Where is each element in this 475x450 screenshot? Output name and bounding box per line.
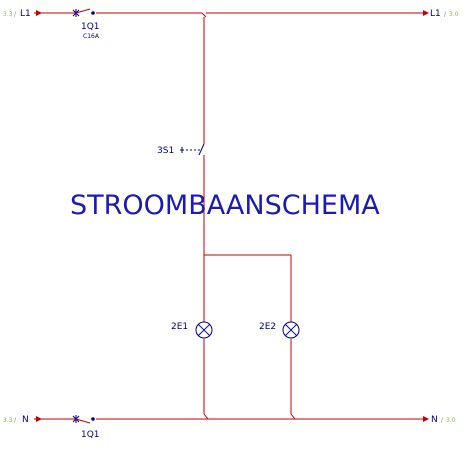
rail-label-bottom-left: N xyxy=(22,415,29,425)
rail-label-top-left: L1 xyxy=(20,9,31,19)
circuit-breaker-icon xyxy=(72,415,95,424)
arrow-left-bottom-icon xyxy=(36,416,42,422)
top-rail xyxy=(34,10,429,18)
lamp-branches xyxy=(203,254,292,414)
circuit-breaker-icon xyxy=(72,8,95,17)
lamp-icon xyxy=(195,321,213,339)
xref-bottom-right-sep: / xyxy=(441,417,444,424)
xref-top-left-page: 3.3 xyxy=(3,11,13,18)
push-button-switch-icon xyxy=(180,140,205,157)
breaker-bottom-tag: 1Q1 xyxy=(81,430,100,440)
breaker-top-tag: 1Q1 xyxy=(81,22,100,32)
rail-label-bottom-right: N xyxy=(431,415,438,425)
diagram-title: STROOMBAANSCHEMA xyxy=(70,190,380,221)
xref-top-left-sep: / xyxy=(14,11,17,18)
xref-top-right-page: 3.0 xyxy=(449,11,459,18)
arrow-right-top-icon xyxy=(423,10,429,16)
xref-top-right-sep: / xyxy=(444,11,447,18)
switch-tag: 3S1 xyxy=(157,146,174,156)
lamp-icon xyxy=(282,321,300,339)
arrow-right-bottom-icon xyxy=(423,416,429,422)
xref-bottom-right-page: 3.0 xyxy=(446,417,456,424)
lamp-2-tag: 2E2 xyxy=(259,322,276,332)
arrow-left-top-icon xyxy=(36,10,42,16)
xref-bottom-left-page: 3.3 xyxy=(3,417,13,424)
lamp-1-tag: 2E1 xyxy=(171,322,188,332)
xref-bottom-left-sep: / xyxy=(14,417,17,424)
breaker-top-rating: C16A xyxy=(83,33,100,40)
rail-label-top-right: L1 xyxy=(430,9,441,19)
